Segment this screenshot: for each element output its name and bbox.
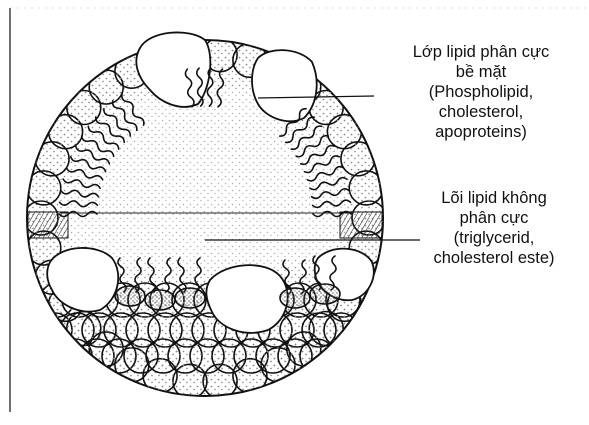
core-label-line-2: phân cực bbox=[404, 208, 584, 228]
surface-label-line-2: bề mặt bbox=[376, 62, 586, 82]
phospholipid-head bbox=[115, 286, 145, 306]
core-label-line-4: cholesterol este) bbox=[404, 248, 584, 268]
phospholipid-head bbox=[310, 284, 340, 304]
surface-label-line-5: apoproteins) bbox=[376, 122, 586, 142]
surface-label-line-1: Lớp lipid phân cực bbox=[376, 42, 586, 62]
core-label-line-1: Lõi lipid không bbox=[404, 188, 584, 208]
phospholipid-head bbox=[175, 288, 205, 308]
surface-label-line-3: (Phospholipid, bbox=[376, 82, 586, 102]
phospholipid-head bbox=[280, 288, 310, 308]
surface-layer-label: Lớp lipid phân cực bề mặt (Phospholipid,… bbox=[376, 42, 586, 142]
phospholipid-head bbox=[300, 339, 334, 373]
core-label: Lõi lipid không phân cực (triglycerid, c… bbox=[404, 188, 584, 268]
core-label-line-3: (triglycerid, bbox=[404, 228, 584, 248]
phospholipid-head bbox=[145, 290, 175, 310]
surface-label-line-4: cholesterol, bbox=[376, 102, 586, 122]
